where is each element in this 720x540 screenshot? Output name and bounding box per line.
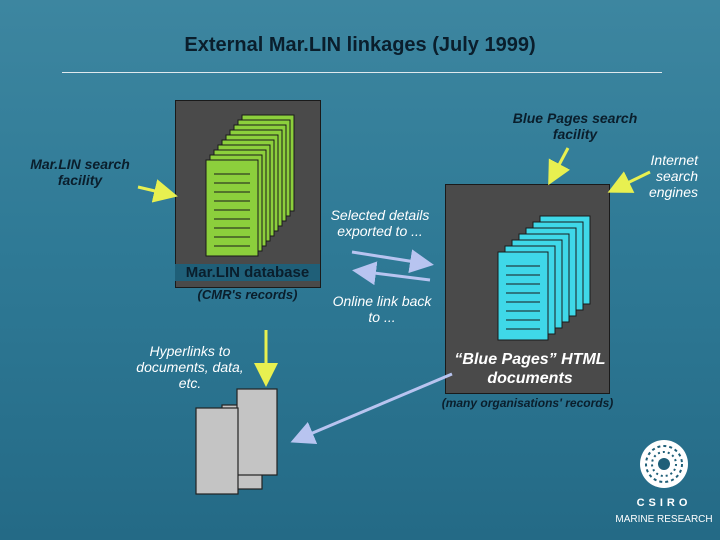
csiro-logo-icon: CSIRO MARINE RESEARCH: [615, 440, 713, 525]
internet-search-arrow: [607, 170, 651, 193]
blue-pages-search-arrow: [548, 147, 571, 186]
blue-pages-search-label: Blue Pages search facility: [512, 110, 638, 142]
blue-pages-to-docs-arrow: [290, 372, 453, 445]
marlin-search-label: Mar.LIN search facility: [30, 156, 130, 188]
hyperlinks-label: Hyperlinks to documents, data, etc.: [136, 343, 244, 391]
marlin-database-label: Mar.LIN database: [175, 264, 320, 281]
online-link-label: Online link back to ...: [332, 293, 432, 325]
slide-title: External Mar.LIN linkages (July 1999): [184, 34, 536, 56]
csiro-logo: CSIRO MARINE RESEARCH: [615, 438, 713, 534]
logo-line1: CSIRO: [637, 497, 692, 509]
blue-pages-docs-label: “Blue Pages” HTML documents: [454, 351, 606, 387]
internet-search-label: Internet search engines: [648, 152, 698, 200]
selected-details-label: Selected details exported to ...: [330, 207, 430, 239]
linked-documents-icon: [195, 388, 278, 495]
title-divider: [62, 72, 662, 73]
marlin-search-arrow: [137, 179, 178, 203]
export-arrow: [351, 249, 434, 274]
document-page: [497, 251, 549, 341]
link-back-arrow: [352, 261, 431, 286]
cmr-records-label: (CMR's records): [197, 287, 298, 302]
marlin-record-stack: [205, 114, 295, 257]
many-organisations-label: (many organisations' records): [441, 396, 614, 410]
document-page: [205, 159, 259, 257]
blue-pages-docs-stack: [497, 215, 591, 341]
logo-line2: MARINE RESEARCH: [616, 514, 712, 525]
